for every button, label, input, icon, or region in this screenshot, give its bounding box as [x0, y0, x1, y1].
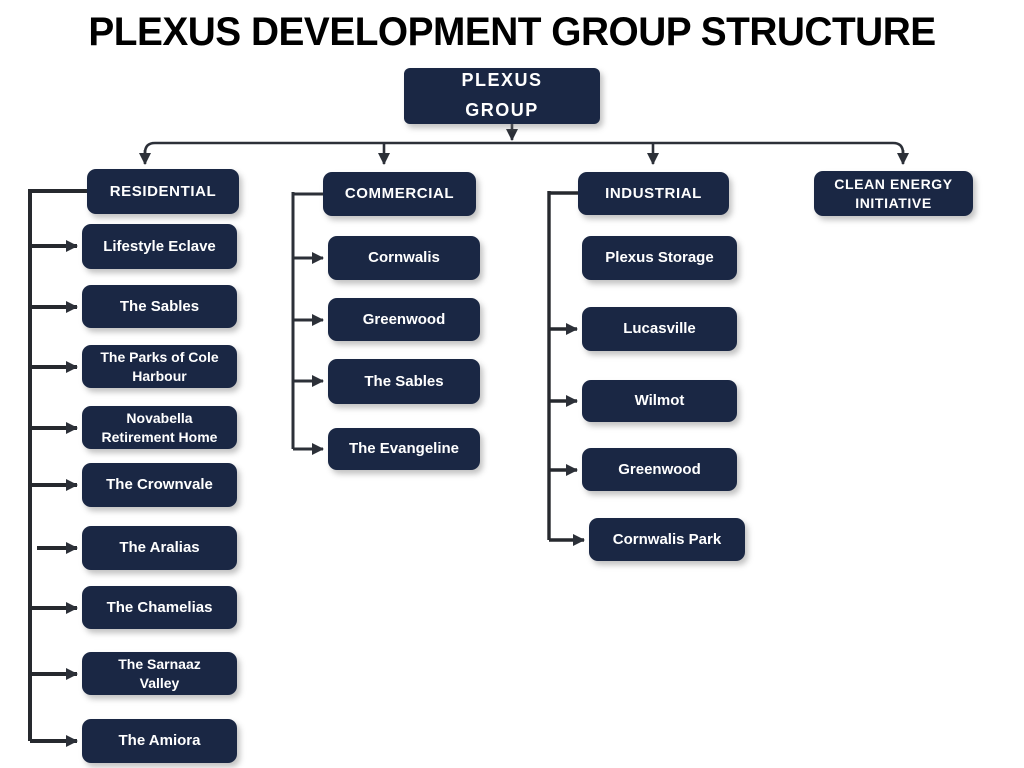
- node-plexus-group: PLEXUS GROUP: [404, 68, 600, 124]
- node-the-sables-residential: The Sables: [73, 278, 237, 335]
- node-novabella-retirement-home: Novabella Retirement Home: [82, 406, 237, 449]
- node-commercial: COMMERCIAL: [323, 172, 476, 216]
- node-the-aralias: The Aralias: [82, 526, 237, 570]
- node-the-evangeline: The Evangeline: [328, 428, 480, 470]
- node-residential: RESIDENTIAL: [87, 169, 239, 214]
- node-the-sarnaaz-valley: The Sarnaaz Valley: [82, 652, 237, 695]
- node-greenwood-commercial: Greenwood: [328, 298, 480, 341]
- node-the-sables-commercial: The Sables: [328, 359, 480, 404]
- node-clean-energy-initiative: CLEAN ENERGY INITIATIVE: [814, 171, 973, 216]
- node-the-parks-of-cole-harbour: The Parks of Cole Harbour: [82, 345, 237, 388]
- node-plexus-storage: Plexus Storage: [582, 236, 737, 280]
- node-greenwood-industrial: Greenwood: [582, 448, 737, 491]
- node-cornwalis: Cornwalis: [328, 236, 480, 280]
- chart-title: PLEXUS DEVELOPMENT GROUP STRUCTURE: [88, 10, 936, 54]
- node-the-chamelias: The Chamelias: [82, 586, 237, 629]
- node-lifestyle-eclave: Lifestyle Eclave: [82, 224, 237, 269]
- node-industrial: INDUSTRIAL: [578, 172, 729, 215]
- node-the-amiora: The Amiora: [82, 719, 237, 763]
- node-wilmot: Wilmot: [582, 380, 737, 422]
- node-lucasville: Lucasville: [582, 307, 737, 351]
- node-cornwalis-park: Cornwalis Park: [589, 518, 745, 561]
- node-the-crownvale: The Crownvale: [82, 463, 237, 507]
